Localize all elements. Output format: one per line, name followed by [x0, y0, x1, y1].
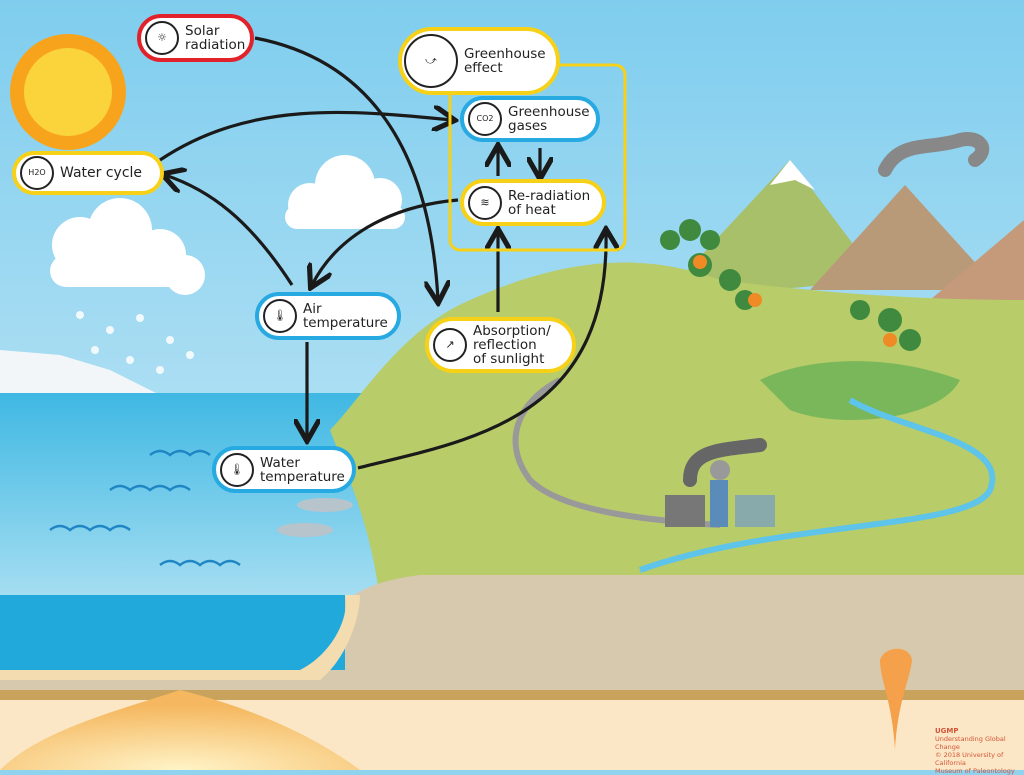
small-plume: [880, 648, 912, 750]
mountain: [660, 160, 880, 300]
causal-arrows: [159, 36, 606, 470]
co2-molecule-icon: CO2: [468, 102, 502, 136]
arrow-solar-to-absorption: [254, 36, 438, 300]
node-water-cycle[interactable]: H2O Water cycle: [12, 151, 164, 195]
sun-icon: ☼: [145, 21, 179, 55]
river: [638, 397, 996, 573]
thermometer-icon: 🌡︎: [263, 299, 297, 333]
dolphins: [277, 498, 353, 537]
arrow-reradiation-to-air: [312, 198, 459, 285]
arrow-watercycle-to-greenhouse: [159, 112, 452, 162]
forest: [660, 219, 921, 351]
ice-shelf: [0, 350, 160, 395]
sun-illustration: [10, 34, 126, 150]
deep-ocean: [0, 595, 345, 670]
arrow-water-to-greenhouse: [357, 232, 606, 470]
magma-plume: [0, 690, 360, 770]
city: [665, 438, 775, 527]
volcano: [810, 185, 1000, 290]
sunlight-reflection-icon: ↗: [433, 328, 467, 362]
arrow-air-to-watercycle: [165, 175, 294, 286]
waves: [49, 449, 241, 567]
credit: UGMP Understanding Global Change © 2018 …: [935, 727, 1015, 775]
ugmp-logo: UGMP: [935, 727, 959, 735]
cloud-left: [50, 198, 205, 295]
heat-radiation-icon: ≋: [468, 185, 502, 220]
snow: [76, 311, 194, 374]
volcano-smoke: [878, 132, 990, 177]
water-cycle-icon: H2O: [20, 156, 54, 190]
thermometer-icon: 🌡︎: [220, 452, 254, 487]
greenhouse-effect-icon: ⤻: [404, 34, 458, 88]
